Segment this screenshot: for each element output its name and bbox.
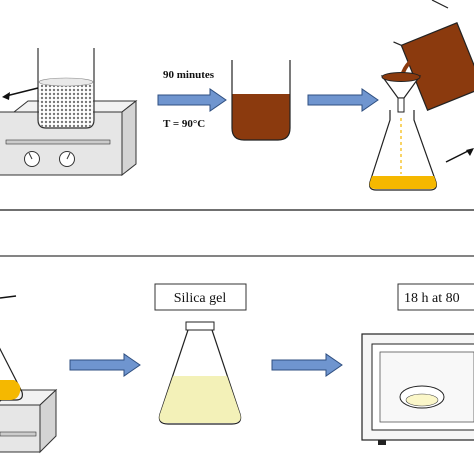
bottom-panel-border bbox=[0, 255, 474, 257]
temperature-label: T = 90°C bbox=[163, 118, 205, 130]
output-arrow-left bbox=[5, 87, 39, 97]
oven-condition-box bbox=[397, 283, 474, 311]
oven-icon bbox=[361, 333, 474, 445]
hotplate-icon bbox=[0, 99, 138, 177]
process-arrow-icon bbox=[307, 88, 379, 112]
brown-extract-tube bbox=[231, 60, 291, 141]
silica-gel-box bbox=[154, 283, 247, 311]
erlenmeyer-flask-icon bbox=[158, 321, 242, 425]
oven-condition-label: 18 h at 80 bbox=[404, 291, 460, 306]
process-arrow-icon bbox=[157, 88, 227, 112]
erlenmeyer-flask-icon bbox=[369, 110, 437, 191]
erlenmeyer-flask-icon bbox=[0, 347, 23, 401]
silica-gel-label: Silica gel bbox=[174, 291, 227, 306]
hotplate-icon bbox=[0, 388, 58, 454]
time-label: 90 minutes bbox=[163, 69, 215, 81]
funnel-icon bbox=[380, 72, 422, 113]
beaker-icon bbox=[37, 48, 95, 129]
process-arrow-icon bbox=[69, 353, 141, 377]
output-arrow-right bbox=[445, 149, 471, 163]
hotplate-knob-left bbox=[24, 151, 40, 167]
process-arrow-icon bbox=[271, 353, 343, 377]
petri-dish-icon bbox=[399, 385, 445, 409]
input-arrow-left bbox=[0, 295, 17, 299]
